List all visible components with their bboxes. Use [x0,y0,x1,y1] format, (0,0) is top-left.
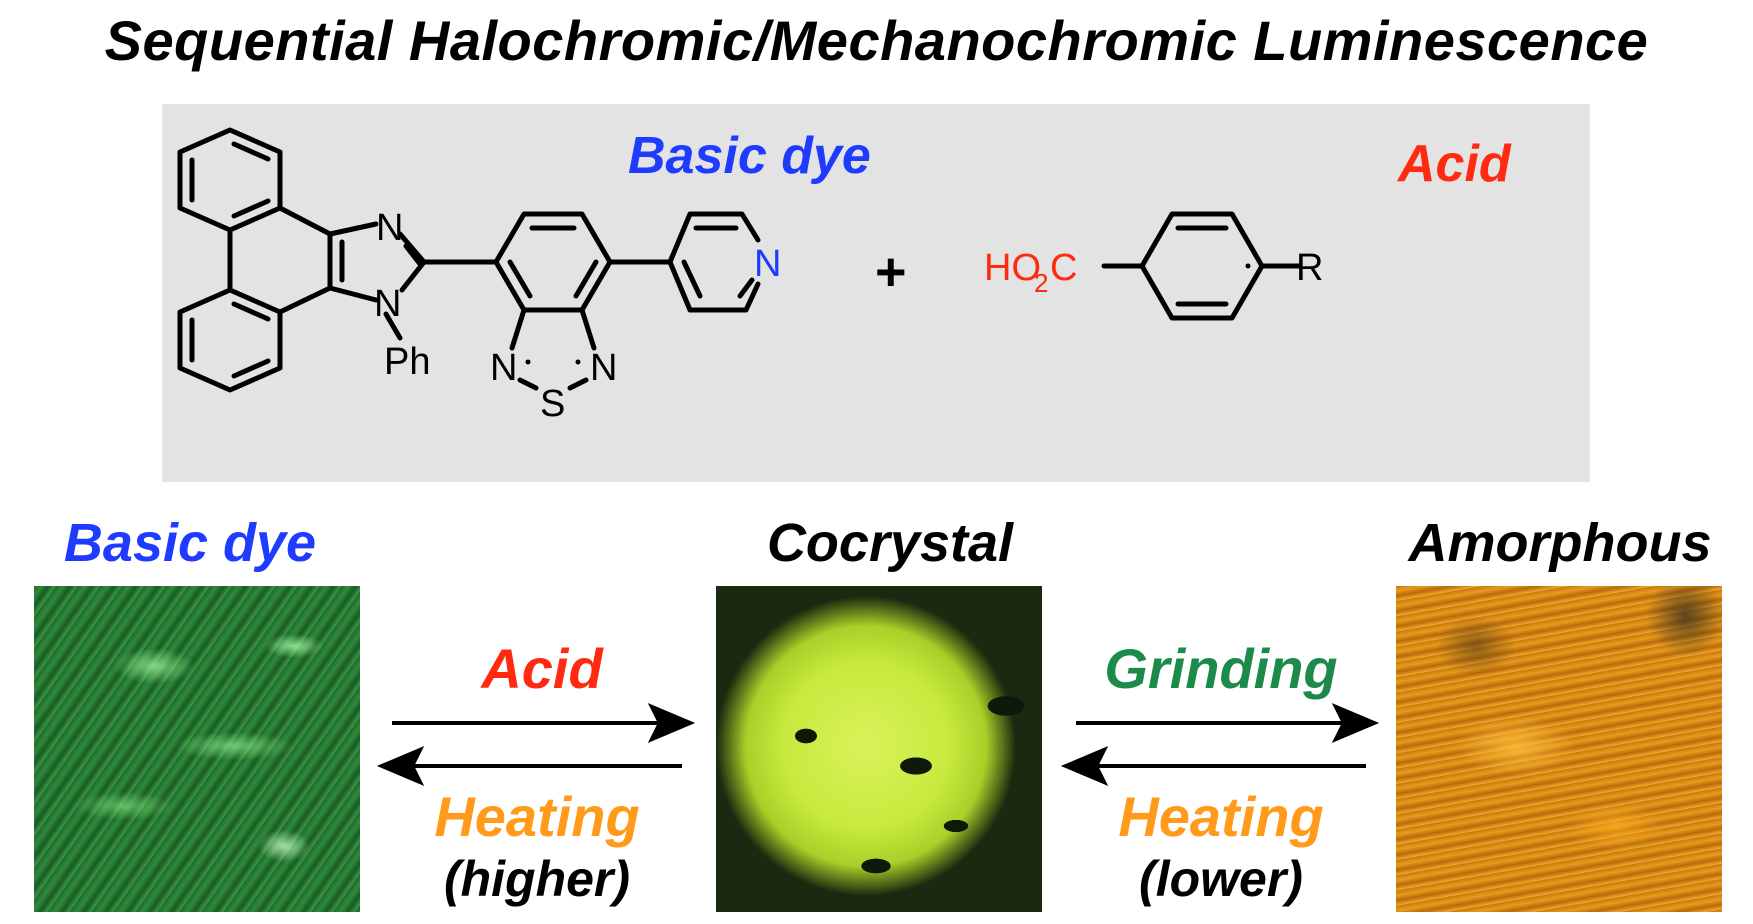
carboxyl-group: HO 2 C [984,247,1077,298]
forward-arrow-icon [1331,703,1380,743]
atom-n-pyridine: N [754,243,781,285]
reverse-arrow-icon [376,746,425,786]
atom-n-imidazole-top: N [376,207,403,249]
atom-carboxyl-ho: HO [984,247,1041,289]
state-cocrystal-label: Cocrystal [766,513,1014,573]
atom-n-thiadiazole-left: N [490,347,517,389]
chemical-structures: N N Ph N N S N R HO 2 C + [177,127,1323,425]
transition-heating-higher-note: (higher) [443,851,631,907]
reaction-panel [162,104,1590,482]
atom-s-thiadiazole: S [540,383,565,425]
pyridine-ring [667,211,761,313]
transition-heating-higher-label: Heating [434,785,640,848]
reaction-dye-label: Basic dye [628,127,871,185]
state-amorphous-label: Amorphous [1408,513,1712,573]
cocrystal-photo [716,586,1042,912]
plus-sign: + [875,242,907,302]
transition-grinding-label: Grinding [1104,637,1338,700]
phenanthrene-ring-top [177,127,283,233]
phenanthrene-ring-bottom [177,287,283,393]
reaction-acid-label: Acid [1398,135,1511,193]
page-title: Sequential Halochromic/Mechanochromic Lu… [104,9,1649,72]
atom-substituent-r: R [1296,247,1323,289]
atom-n-thiadiazole-right: N [590,347,617,389]
basic-dye-photo [34,586,360,912]
atom-n-imidazole-bottom: N [374,283,401,325]
amorphous-photo [1396,586,1722,912]
transition-acid-label: Acid [481,637,603,700]
atom-phenyl: Ph [384,341,430,383]
state-basic-dye-label: Basic dye [63,513,317,573]
reverse-arrow-icon [1060,746,1109,786]
atom-carboxyl-sub: 2 [1034,268,1048,298]
transition-heating-lower-note: (lower) [1139,851,1303,907]
atom-carboxyl-c: C [1050,247,1077,289]
transition-heating-lower-label: Heating [1118,785,1324,848]
forward-arrow-icon [647,703,696,743]
